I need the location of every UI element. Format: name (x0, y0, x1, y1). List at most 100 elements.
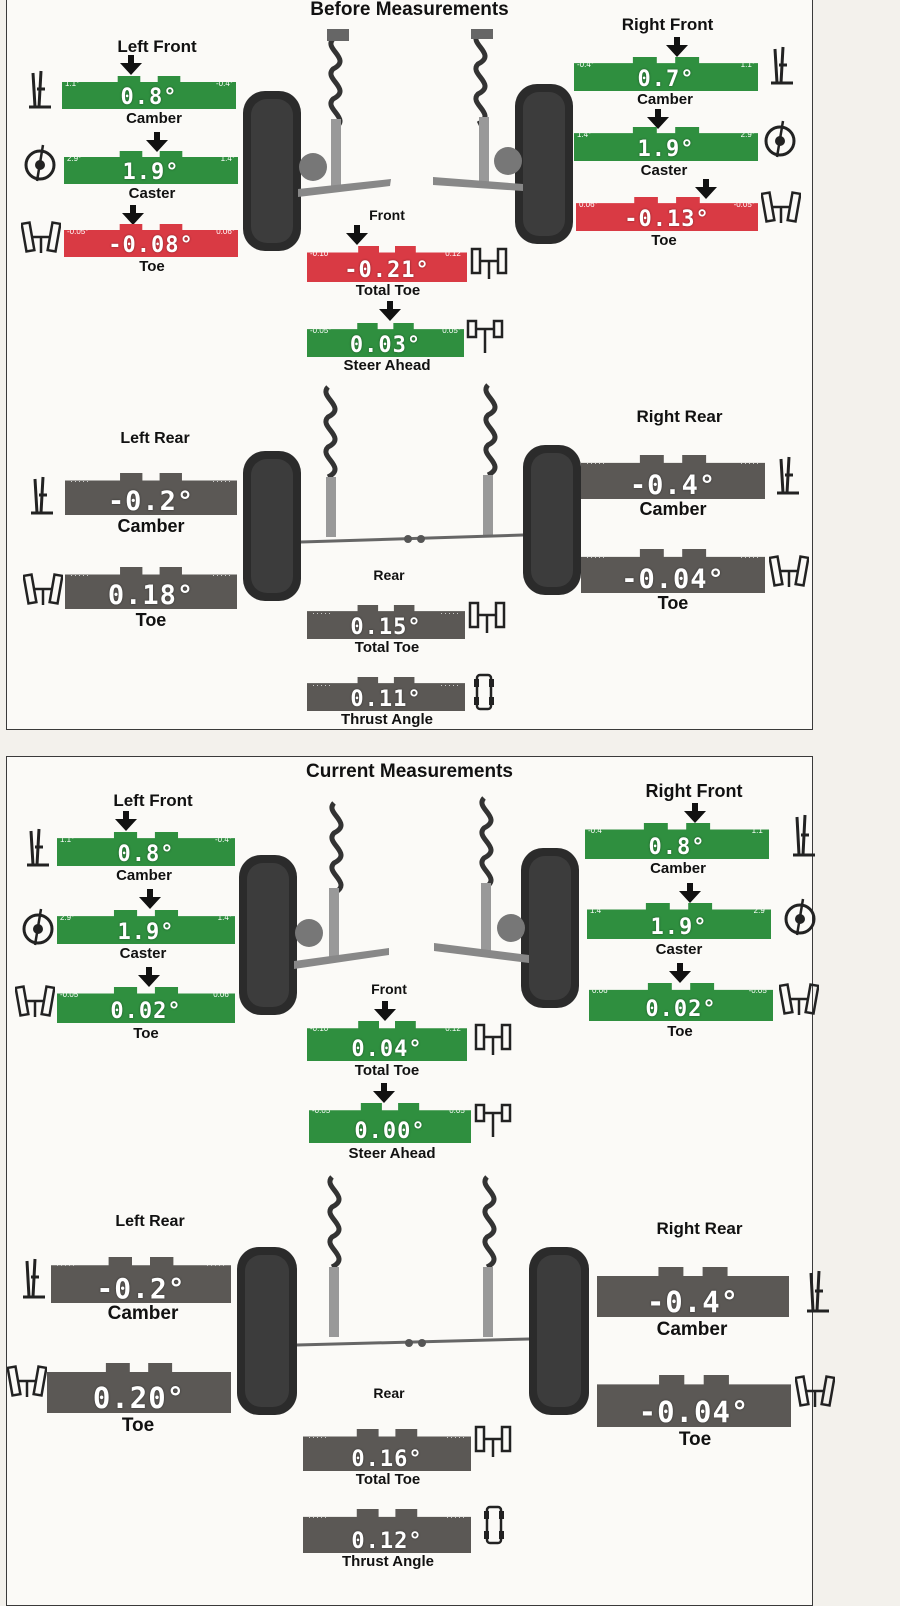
camber-icon (803, 1269, 833, 1320)
total-toe-icon (473, 1019, 513, 1064)
gauge-dots: ····· (212, 476, 232, 486)
gauge-label: Total Toe (354, 1062, 420, 1079)
thrust-angle-icon (473, 671, 495, 718)
gauge-label: Camber (117, 516, 185, 536)
steer-ahead-icon (465, 317, 505, 362)
target-arrow (692, 803, 698, 813)
target-arrow (146, 967, 152, 977)
gauge-max: -0.05° (733, 200, 755, 209)
panel-title: Current Measurements (306, 761, 513, 782)
rf-toe-gauge: 0.06° -0.05° -0.13° (576, 197, 758, 231)
target-arrow (695, 187, 717, 199)
gauge-dots: ····· (70, 476, 90, 486)
gauge-dots: ····· (206, 1366, 226, 1376)
gauge-label: Camber (639, 499, 707, 519)
toe-icon (20, 217, 62, 262)
panel-title: Before Measurements (310, 0, 509, 20)
gauge-dots: ····· (602, 1270, 622, 1280)
gauge-value: 0.03° (349, 333, 422, 358)
target-arrow (123, 811, 129, 821)
gauge-label: Steer Ahead (348, 1145, 436, 1162)
gauge-label: Toe (139, 258, 165, 275)
lf-camber-gauge: 1.1° -0.4° 0.8° (57, 832, 235, 866)
gauge-label: Thrust Angle (342, 1553, 434, 1570)
gauge-value: 1.9° (117, 920, 175, 945)
rr-camber-gauge: ····· ····· -0.4° (597, 1267, 789, 1317)
gauge-dots: ····· (446, 1512, 466, 1522)
gauge-min: 2.9° (67, 154, 82, 163)
caster-icon (781, 897, 819, 942)
gauge-dots: ····· (312, 680, 332, 690)
gauge-label: Camber (650, 860, 706, 877)
gauge-max: -0.4° (215, 835, 232, 844)
lf-camber-gauge: 1.1° -0.4° 0.8° (62, 76, 236, 109)
left-front-title: Left Front (117, 37, 197, 56)
gauge-min: -0.05° (60, 990, 82, 999)
gauge-value: 0.7° (637, 67, 695, 92)
thrust-angle-gauge: ····· ····· 0.11° (307, 677, 465, 711)
gauge-label: Camber (656, 1319, 728, 1340)
gauge-min: -0.4° (588, 826, 605, 835)
lf-toe-gauge: -0.05° 0.06° 0.02° (57, 987, 235, 1023)
target-arrow (130, 205, 136, 215)
target-arrow (382, 1001, 388, 1011)
gauge-min: 1.1° (65, 79, 80, 88)
camber-icon (789, 813, 819, 864)
lf-toe-gauge: -0.05° 0.06° -0.08° (64, 224, 238, 257)
front-suspension-diagram (239, 793, 589, 1028)
target-arrow (115, 819, 137, 831)
rear-axle-label: Rear (373, 1385, 405, 1401)
lf-caster-gauge: 2.9° 1.4° 1.9° (57, 910, 235, 944)
steer-ahead-icon (473, 1101, 513, 1146)
gauge-dots: ····· (446, 1432, 466, 1442)
gauge-dots: ····· (586, 458, 606, 468)
gauge-value: -0.2° (96, 1272, 186, 1305)
right-rear-title: Right Rear (656, 1219, 743, 1238)
gauge-max: 0.05° (442, 326, 461, 335)
camber-icon (19, 1257, 49, 1306)
target-arrow (679, 891, 701, 903)
camber-icon (23, 827, 53, 874)
current-panel: Current Measurements Left Front 1.1° -0.… (6, 756, 836, 1606)
lr-camber-gauge: ····· ····· -0.2° (65, 473, 237, 515)
gauge-value: -0.21° (344, 258, 430, 283)
target-arrow (154, 132, 160, 142)
gauge-label: Toe (657, 593, 689, 613)
gauge-min: 2.9° (60, 913, 75, 922)
gauge-value: 0.12° (351, 1529, 423, 1554)
toe-icon (778, 979, 820, 1024)
gauge-label: Steer Ahead (343, 357, 431, 374)
toe-icon (6, 1361, 48, 1406)
rr-toe-gauge: ····· ····· -0.04° (597, 1375, 791, 1427)
gauge-value: 1.9° (637, 137, 695, 162)
caster-icon (19, 907, 57, 952)
rf-caster-gauge: 1.4° 2.9° 1.9° (574, 127, 758, 161)
lr-toe-gauge: ····· ····· 0.20° (47, 1363, 231, 1413)
gauge-max: 1.4° (217, 913, 232, 922)
gauge-dots: ····· (308, 1432, 328, 1442)
target-arrow (354, 225, 360, 235)
toe-icon (14, 981, 56, 1026)
gauge-label: Total Toe (354, 639, 420, 656)
gauge-min: 0.06° (592, 986, 611, 995)
gauge-label: Thrust Angle (341, 711, 433, 728)
rr-toe-gauge: ····· ····· -0.04° (581, 549, 765, 593)
target-arrow (122, 213, 144, 225)
camber-icon (773, 455, 803, 502)
gauge-min: 1.4° (577, 130, 592, 139)
gauge-max: 0.06° (216, 227, 235, 236)
thrust-angle-gauge: ····· ····· 0.12° (303, 1509, 471, 1553)
gauge-label: Caster (128, 185, 176, 202)
gauge-max: 0.06° (213, 990, 232, 999)
gauge-min: -0.05° (312, 1106, 334, 1115)
gauge-label: Toe (678, 1429, 712, 1450)
rear-axle-label: Rear (373, 567, 405, 583)
gauge-label: Camber (637, 91, 693, 108)
gauge-value: 0.8° (648, 835, 706, 860)
gauge-label: Toe (135, 610, 167, 630)
gauge-label: Caster (119, 945, 167, 962)
lr-toe-gauge: ····· ····· 0.18° (65, 567, 237, 609)
rf-toe-gauge: 0.06° -0.05° 0.02° (589, 983, 773, 1021)
target-arrow (677, 963, 683, 973)
left-rear-title: Left Rear (120, 430, 190, 447)
